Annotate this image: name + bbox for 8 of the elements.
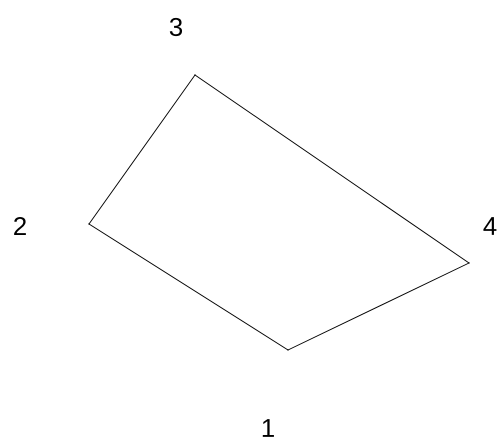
vertex-label: 3 xyxy=(170,18,182,36)
vertex-label: 2 xyxy=(14,217,26,235)
polygon-side xyxy=(88,74,196,224)
vertex-label: 4 xyxy=(483,217,496,235)
polygon-side xyxy=(194,74,470,264)
polygon-side xyxy=(288,262,470,350)
polygon-side xyxy=(88,224,288,350)
vertex-label: 1 xyxy=(262,419,274,437)
